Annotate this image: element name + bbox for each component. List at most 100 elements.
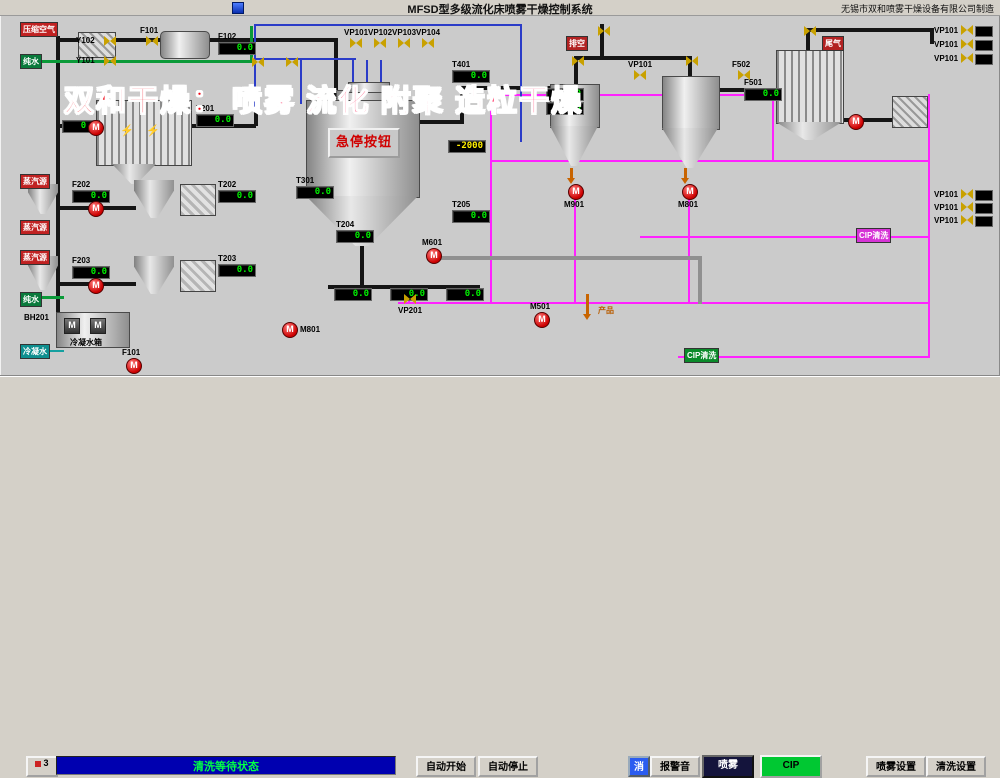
pump-icon[interactable]: M: [282, 322, 298, 338]
auto-start-button[interactable]: 自动开始: [416, 756, 476, 777]
instrument-tag: VP104: [416, 28, 441, 37]
pump-icon[interactable]: M: [848, 114, 864, 130]
instrument-tag: M901: [564, 200, 585, 209]
valve-icon[interactable]: [398, 38, 410, 48]
cip-button[interactable]: CIP: [760, 755, 822, 778]
window-icon: [232, 2, 244, 14]
pipe-segment: [360, 243, 364, 289]
pipe-segment: [254, 106, 258, 126]
page-indicator[interactable]: 3: [26, 756, 58, 777]
instrument-tag: Y102: [76, 36, 95, 45]
value-display: 0.0: [452, 70, 490, 83]
pipe-segment: [414, 120, 464, 124]
instrument-tag: F203: [72, 256, 91, 265]
pump-icon[interactable]: M: [88, 120, 104, 136]
instrument-tag: M501: [530, 302, 551, 311]
instrument-tag: VP101: [934, 203, 959, 212]
cip-pipe: [772, 94, 774, 160]
mute-alarm-button[interactable]: 消: [628, 756, 650, 777]
valve-icon[interactable]: [961, 189, 973, 199]
valve-icon[interactable]: [738, 70, 750, 80]
watermark-text: 双和干燥：喷雾 流化 附聚 造粒干燥: [63, 76, 583, 120]
valve-icon[interactable]: [489, 90, 501, 100]
cip-pipe: [688, 198, 690, 304]
valve-icon[interactable]: [146, 36, 158, 46]
pump-icon[interactable]: M: [568, 184, 584, 200]
valve-icon[interactable]: [804, 26, 816, 36]
product-line: [586, 294, 589, 314]
instrument-tag: T201: [196, 104, 215, 113]
supply-label: 蒸汽源: [20, 220, 50, 235]
valve-icon[interactable]: [286, 57, 298, 67]
pump-icon[interactable]: M: [88, 201, 104, 217]
valve-icon[interactable]: [961, 25, 973, 35]
pump-icon[interactable]: M: [88, 278, 104, 294]
valve-icon[interactable]: [961, 202, 973, 212]
instrument-tag: F102: [218, 32, 237, 41]
product-line: [570, 168, 573, 178]
product-silo: [662, 76, 720, 130]
pump-icon[interactable]: M: [682, 184, 698, 200]
pipe-segment: [460, 86, 576, 90]
valve-icon[interactable]: [961, 53, 973, 63]
alarm-sound-button[interactable]: 报警音: [650, 756, 700, 777]
flow-label: 排空: [566, 36, 588, 51]
valve-icon[interactable]: [422, 38, 434, 48]
supply-label: 冷凝水: [20, 344, 50, 359]
valve-icon[interactable]: [961, 215, 973, 225]
valve-icon[interactable]: [350, 38, 362, 48]
pipe-segment: [56, 36, 60, 336]
mini-display: [975, 40, 993, 51]
feed-pipe: [366, 60, 368, 102]
pipe-segment: [460, 88, 464, 122]
pipe-segment: [930, 28, 934, 44]
instrument-tag: M801: [300, 325, 321, 334]
value-display: 0.0: [546, 102, 584, 115]
lightning-icon: ⚡: [120, 125, 134, 137]
value-display: 0.0: [196, 114, 234, 127]
feed-pipe: [254, 58, 356, 60]
valve-icon[interactable]: [404, 294, 416, 304]
product-arrow-icon: [567, 178, 575, 184]
pump-icon[interactable]: M: [126, 358, 142, 374]
spray-button[interactable]: 喷雾: [702, 755, 754, 778]
mini-display: [975, 216, 993, 227]
feed-pipe: [520, 24, 522, 142]
supply-label: 蒸汽源: [20, 250, 50, 265]
mini-display: [975, 190, 993, 201]
valve-icon[interactable]: [104, 36, 116, 46]
flow-label: CIP清洗: [684, 348, 720, 363]
valve-icon[interactable]: [634, 70, 646, 80]
valve-icon[interactable]: [374, 38, 386, 48]
valve-icon[interactable]: [961, 39, 973, 49]
instrument-tag: VP101: [934, 40, 959, 49]
pump-icon[interactable]: M: [426, 248, 442, 264]
instrument-tag: VP101: [934, 26, 959, 35]
mini-display: [975, 26, 993, 37]
value-display: 0.0: [336, 230, 374, 243]
spray-settings-button[interactable]: 喷雾设置: [866, 756, 926, 777]
cip-pipe: [490, 160, 930, 162]
emergency-stop-button[interactable]: 急停按钮: [328, 128, 400, 158]
motor-icon: M: [64, 318, 80, 334]
cip-pipe: [398, 302, 930, 304]
pump-icon[interactable]: M: [534, 312, 550, 328]
instrument-tag: T205: [452, 200, 471, 209]
app-title: MFSD型多级流化床喷雾干燥控制系统: [407, 4, 593, 16]
page-indicator-icon: [35, 760, 42, 767]
value-display: -2000: [448, 140, 486, 153]
instrument-tag: F502: [732, 60, 751, 69]
feed-pipe: [380, 60, 382, 102]
auto-stop-button[interactable]: 自动停止: [478, 756, 538, 777]
valve-icon[interactable]: [252, 57, 264, 67]
valve-icon[interactable]: [104, 56, 116, 66]
valve-icon[interactable]: [598, 26, 610, 36]
valve-icon[interactable]: [572, 56, 584, 66]
flow-label: BH201: [24, 313, 49, 322]
valve-icon[interactable]: [686, 56, 698, 66]
value-display: 0.0: [218, 190, 256, 203]
clean-settings-button[interactable]: 清洗设置: [926, 756, 986, 777]
instrument-tag: VP101: [934, 54, 959, 63]
heat-exchanger: [180, 260, 216, 292]
